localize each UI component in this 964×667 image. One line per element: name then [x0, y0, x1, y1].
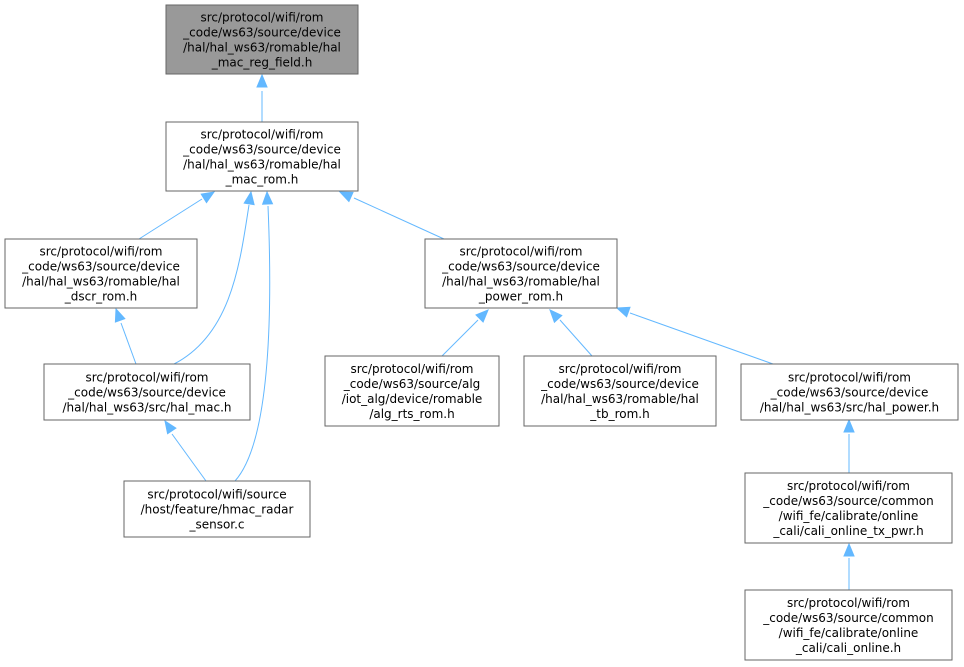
- node-hal-power[interactable]: src/protocol/wifi/rom_code/ws63/source/d…: [740, 363, 959, 421]
- node-label-line: _dscr_rom.h: [64, 290, 138, 304]
- node-label-line: src/protocol/wifi/rom: [39, 245, 162, 259]
- node-label-line: _power_rom.h: [478, 290, 563, 304]
- edge-hal_mac-to-hal_dscr_rom: [114, 307, 137, 365]
- node-label-line: /hal/hal_ws63/romable/hal: [183, 41, 341, 55]
- node-box: [165, 4, 359, 75]
- node-label-line: /iot_alg/device/romable: [342, 392, 483, 406]
- edge-arrowhead: [256, 73, 268, 88]
- node-label-line: src/protocol/wifi/rom: [200, 11, 323, 25]
- node-label-line: _code/ws63/source/common: [762, 611, 934, 625]
- node-label-line: _mac_rom.h: [225, 173, 299, 187]
- node-box: [123, 480, 311, 538]
- edge-alg_rts_rom-to-hal_power_rom: [441, 309, 489, 357]
- node-label-line: _code/ws63/source/device: [182, 143, 341, 157]
- edge-cali_online-to-cali_online_tx_pwr: [843, 542, 855, 590]
- node-label-line: _code/ws63/source/device: [67, 386, 226, 400]
- node-box: [324, 355, 500, 427]
- node-label-line: src/protocol/wifi/rom: [85, 371, 208, 385]
- node-label-line: src/protocol/wifi/source: [147, 488, 286, 502]
- node-label-line: /hal/hal_ws63/romable/hal: [541, 392, 699, 406]
- edge-arrowhead: [261, 190, 274, 205]
- edge-line: [171, 433, 207, 482]
- edge-arrowhead: [843, 542, 855, 557]
- edge-hal_power-to-hal_power_rom: [615, 306, 774, 365]
- node-label-line: _cali/cali_online.h: [795, 641, 901, 655]
- node-alg-rts-rom[interactable]: src/protocol/wifi/rom_code/ws63/source/a…: [324, 355, 500, 427]
- node-box: [43, 363, 251, 421]
- node-box: [744, 589, 953, 661]
- node-hal-tb-rom[interactable]: src/protocol/wifi/rom_code/ws63/source/d…: [523, 355, 717, 427]
- node-label-line: /hal/hal_ws63/romable/hal: [183, 158, 341, 172]
- node-label-line: src/protocol/wifi/rom: [787, 479, 910, 493]
- node-label-line: /hal/hal_ws63/src/hal_power.h: [760, 401, 939, 415]
- node-cali-online-tx-pwr[interactable]: src/protocol/wifi/rom_code/ws63/source/c…: [744, 472, 953, 544]
- edge-line: [629, 312, 774, 365]
- edge-line: [234, 205, 271, 482]
- edge-arrowhead: [243, 190, 255, 206]
- edge-line: [120, 322, 137, 365]
- node-hal-power-rom[interactable]: src/protocol/wifi/rom_code/ws63/source/d…: [424, 238, 618, 309]
- edge-arrowhead: [114, 307, 126, 323]
- node-label-line: _code/ws63/source/device: [21, 260, 180, 274]
- node-label-line: src/protocol/wifi/rom: [459, 245, 582, 259]
- edge-arrowhead: [615, 306, 631, 318]
- node-box: [424, 238, 618, 309]
- edge-arrowhead: [549, 309, 563, 324]
- node-label-line: _code/ws63/source/device: [540, 377, 699, 391]
- node-label-line: src/protocol/wifi/rom: [200, 128, 323, 142]
- node-label-line: /wifi_fe/calibrate/online: [779, 626, 919, 640]
- node-label-line: src/protocol/wifi/rom: [788, 371, 911, 385]
- node-box: [744, 472, 953, 544]
- edge-cali_online_tx_pwr-to-hal_power: [843, 418, 855, 473]
- node-hal-mac[interactable]: src/protocol/wifi/rom_code/ws63/source/d…: [43, 363, 251, 421]
- node-hal-mac-reg-field: src/protocol/wifi/rom_code/ws63/source/d…: [165, 4, 359, 75]
- edge-hmac_radar_sensor-to-hal_mac_rom: [234, 190, 274, 482]
- node-box: [4, 238, 198, 309]
- node-hal-mac-rom[interactable]: src/protocol/wifi/rom_code/ws63/source/d…: [165, 121, 359, 192]
- node-label-line: _cali/cali_online_tx_pwr.h: [772, 524, 923, 538]
- edge-hal_dscr_rom-to-hal_mac_rom: [138, 191, 216, 240]
- node-label-line: /hal/hal_ws63/romable/hal: [442, 275, 600, 289]
- edge-arrowhead: [843, 418, 855, 433]
- edge-line: [353, 197, 445, 240]
- edge-hal_power_rom-to-hal_mac_rom: [338, 191, 445, 240]
- node-label-line: /hal/hal_ws63/src/hal_mac.h: [63, 401, 232, 415]
- node-label-line: _code/ws63/source/common: [762, 494, 934, 508]
- node-label-line: /host/feature/hmac_radar: [141, 503, 294, 517]
- node-label-line: _mac_reg_field.h: [211, 56, 313, 70]
- edge-hmac_radar_sensor-to-hal_mac: [164, 419, 207, 482]
- node-label-line: /hal/hal_ws63/romable/hal: [22, 275, 180, 289]
- edge-line: [173, 204, 250, 365]
- node-label-line: _code/ws63/source/device: [770, 386, 929, 400]
- node-label-line: src/protocol/wifi/rom: [558, 362, 681, 376]
- node-cali-online[interactable]: src/protocol/wifi/rom_code/ws63/source/c…: [744, 589, 953, 661]
- node-hal-dscr-rom[interactable]: src/protocol/wifi/rom_code/ws63/source/d…: [4, 238, 198, 309]
- node-label-line: src/protocol/wifi/rom: [350, 362, 473, 376]
- edge-hal_mac-to-hal_mac_rom: [173, 190, 255, 365]
- node-label-line: _tb_rom.h: [589, 407, 649, 421]
- edge-arrowhead: [338, 191, 354, 203]
- edge-line: [441, 319, 479, 357]
- node-label-line: _code/ws63/source/device: [182, 26, 341, 40]
- edge-hal_tb_rom-to-hal_power_rom: [549, 309, 593, 357]
- node-box: [165, 121, 359, 192]
- node-label-line: /alg_rts_rom.h: [369, 407, 454, 421]
- node-label-line: _code/ws63/source/device: [441, 260, 600, 274]
- edge-arrowhead: [200, 191, 216, 204]
- edge-line: [138, 198, 203, 240]
- node-label-line: _sensor.c: [188, 518, 244, 532]
- node-box: [740, 363, 959, 421]
- edge-hal_mac_rom-to-hal_mac_reg_field: [256, 73, 268, 122]
- edge-arrowhead: [164, 419, 177, 435]
- node-hmac-radar-sensor[interactable]: src/protocol/wifi/source/host/feature/hm…: [123, 480, 311, 538]
- node-box: [523, 355, 717, 427]
- edge-arrowhead: [475, 309, 489, 323]
- node-label-line: src/protocol/wifi/rom: [787, 596, 910, 610]
- edge-line: [559, 319, 593, 357]
- node-label-line: /wifi_fe/calibrate/online: [779, 509, 919, 523]
- node-label-line: _code/ws63/source/alg: [343, 377, 481, 391]
